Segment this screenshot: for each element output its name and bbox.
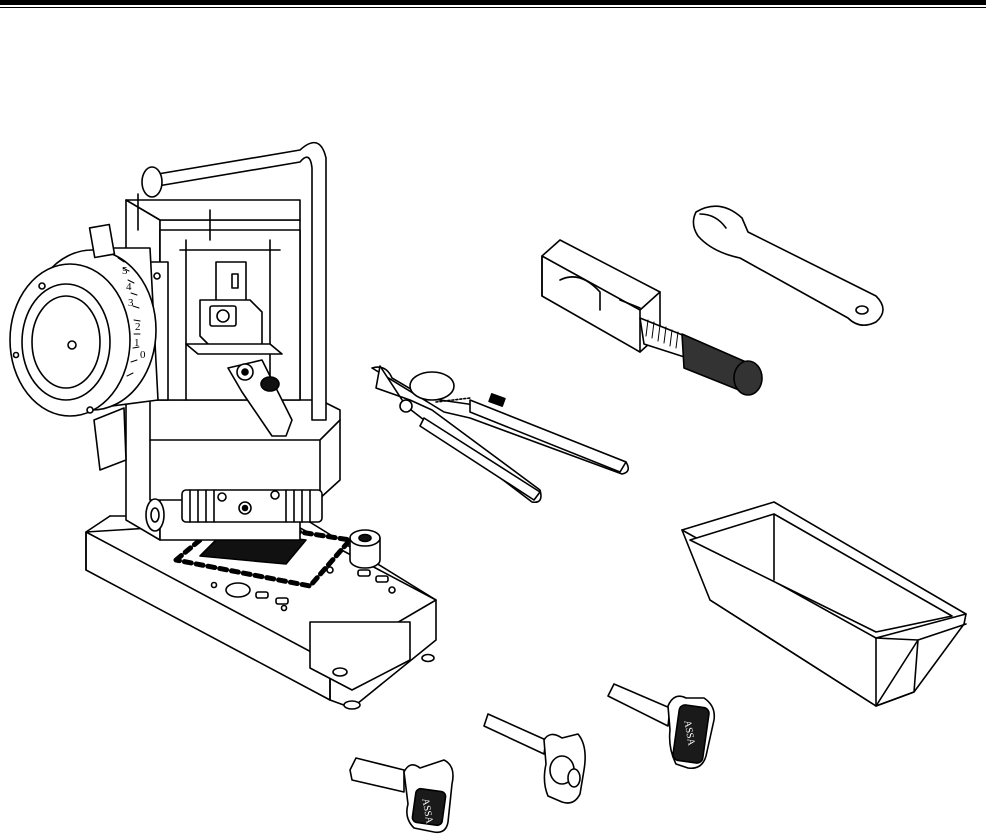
micrometer-gauge: [542, 240, 762, 395]
chip-tray: [682, 502, 966, 706]
circlip-pliers: [372, 366, 628, 502]
dial-number: 0: [140, 349, 146, 361]
key-blank-3: ASSA: [608, 684, 714, 768]
hook-spanner-wrench: [693, 206, 883, 325]
dial-number: 3: [128, 297, 134, 309]
dial-number: 5: [122, 265, 128, 277]
key-blank-2: [484, 714, 585, 803]
dial-number: 4: [126, 281, 132, 293]
dial-number: 1: [134, 337, 140, 349]
key-cutting-machine: 5 4 3 2 1 0: [10, 143, 436, 709]
key-blank-1: ASSA: [350, 758, 453, 832]
dial-number: 2: [135, 321, 141, 333]
